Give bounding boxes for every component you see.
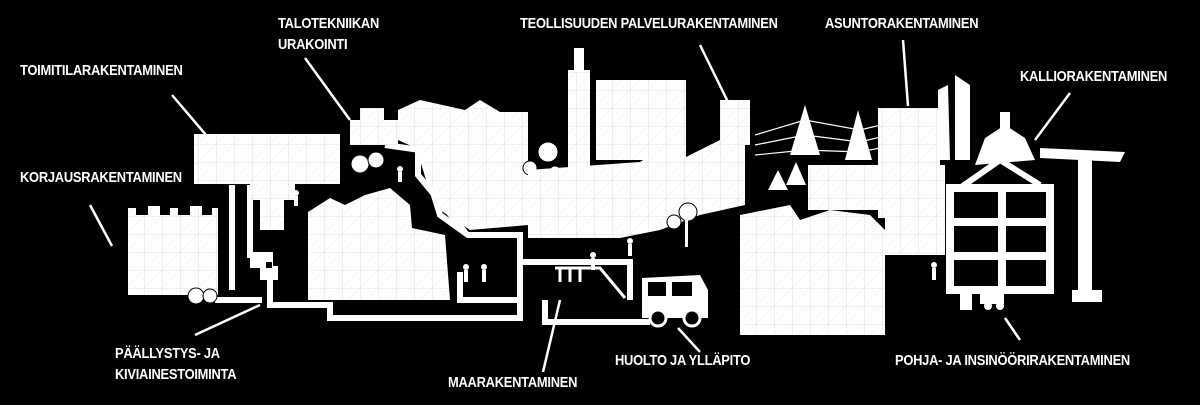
service-van <box>642 275 708 328</box>
label-huolto-ja-yllapito: HUOLTO JA YLLÄPITO <box>615 352 751 369</box>
house-building <box>308 108 450 300</box>
commercial-building <box>194 134 340 230</box>
renovation-building <box>128 206 218 305</box>
label-kalliorakentaminen: KALLIORAKENTAMINEN <box>1020 68 1168 85</box>
label-maarakentaminen: MAARAKENTAMINEN <box>448 374 578 391</box>
drill-machine <box>250 252 278 280</box>
pylons <box>768 105 872 190</box>
people <box>293 166 937 282</box>
label-asuntorakentaminen: ASUNTORAKENTAMINEN <box>825 15 979 32</box>
label-toimitilarakentaminen: TOIMITILARAKENTAMINEN <box>20 62 183 79</box>
rock-construction <box>975 112 1125 302</box>
foundation-building <box>946 156 1054 294</box>
label-teollisuuden-palvelurakentaminen: TEOLLISUUDEN PALVELURAKENTAMINEN <box>520 15 778 32</box>
footbridge <box>555 266 627 299</box>
label-pohja-ja-insinoorirakentaminen: POHJA- JA INSINÖÖRIRAKENTAMINEN <box>895 352 1130 369</box>
label-korjausrakentaminen: KORJAUSRAKENTAMINEN <box>20 169 182 186</box>
apartment-building <box>740 75 970 335</box>
excavator <box>960 292 1004 310</box>
factory-building <box>528 48 750 247</box>
leader-lines <box>88 39 1072 373</box>
